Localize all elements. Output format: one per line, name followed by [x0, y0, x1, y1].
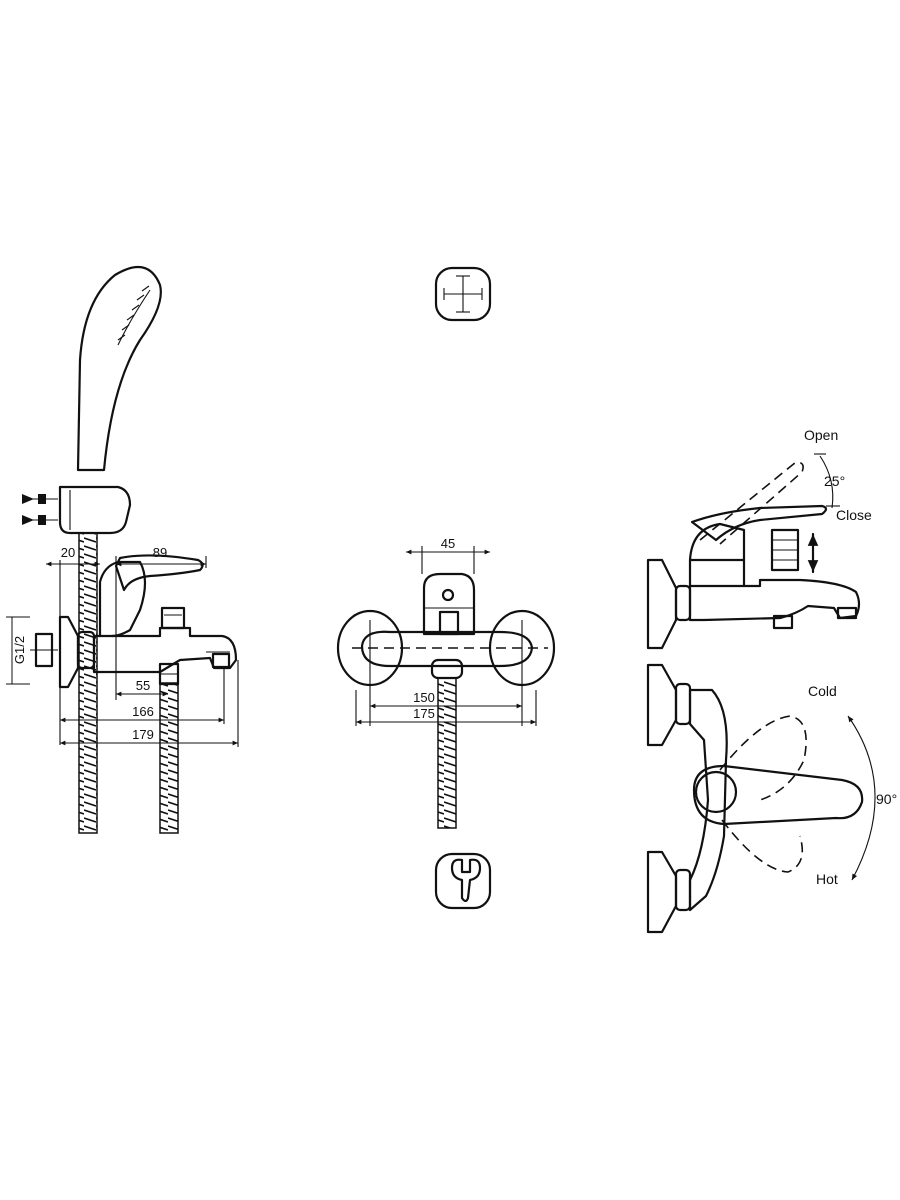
hand-shower — [76, 265, 162, 472]
label-open: Open — [804, 427, 838, 443]
supply-hose — [159, 682, 179, 834]
lever-open — [699, 461, 804, 545]
lever-operation-view: 25° Open Close — [646, 427, 872, 650]
dim-side-bottom-b: 166 — [132, 704, 154, 719]
crosshair-icon — [434, 266, 492, 322]
spray-nozzles — [117, 285, 150, 341]
front-lever — [422, 572, 476, 636]
label-cold: Cold — [808, 683, 837, 699]
dim-front-top: 45 — [441, 536, 455, 551]
front-hose — [437, 677, 457, 829]
wall-screws — [22, 494, 58, 525]
diverter-knob — [160, 606, 186, 630]
dim-side-bottom-c: 179 — [132, 727, 154, 742]
front-view: 45 150 175 — [336, 266, 556, 910]
rotation-body — [688, 688, 728, 912]
wall-flange — [58, 615, 80, 689]
rotation-view: Cold Hot 90° — [646, 663, 897, 934]
dim-side-top-b: 89 — [153, 545, 167, 560]
dim-front-bottom-b: 175 — [413, 706, 435, 721]
dim-side-bottom-a: 55 — [136, 678, 150, 693]
dim-side-top-a: 20 — [61, 545, 75, 560]
dim-thread: G1/2 — [12, 636, 27, 664]
label-rotate-angle: 90° — [876, 791, 897, 807]
side-view: 20 89 G1/2 55 166 179 — [6, 265, 239, 834]
lever — [114, 554, 204, 592]
label-lever-angle: 25° — [824, 473, 845, 489]
label-hot: Hot — [816, 871, 838, 887]
mixer-body — [92, 626, 238, 674]
cartridge — [98, 560, 147, 638]
wrench-icon — [434, 852, 492, 910]
shower-hose — [78, 532, 98, 834]
dim-front-bottom-a: 150 — [413, 690, 435, 705]
shower-holder — [58, 485, 132, 535]
lever-view-body — [688, 578, 861, 622]
lever-current — [692, 764, 864, 826]
label-close: Close — [836, 507, 872, 523]
lever-rotated — [719, 715, 807, 801]
rotation-arrow — [847, 715, 876, 881]
lever-closed — [690, 504, 828, 542]
